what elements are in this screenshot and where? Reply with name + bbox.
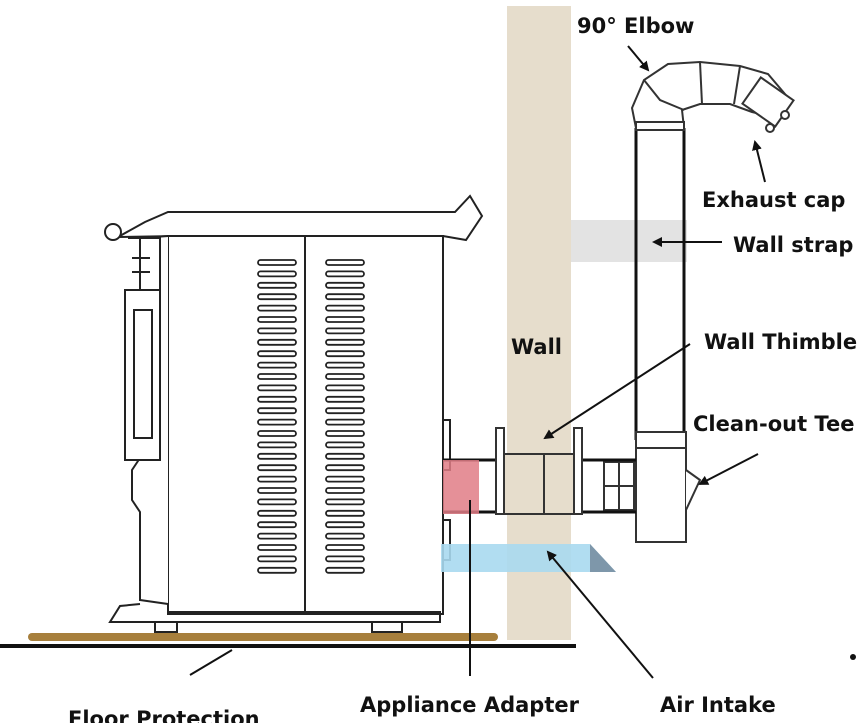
vent-slot <box>325 532 365 540</box>
vent-slot <box>257 281 297 289</box>
air-intake-elbow <box>590 544 616 572</box>
vent-slot <box>325 407 365 415</box>
vent-slot <box>325 418 365 426</box>
vent-slot <box>325 509 365 517</box>
vent-slot <box>257 441 297 449</box>
vent-slot <box>257 395 297 403</box>
label-90-elbow: 90° Elbow <box>577 14 694 38</box>
vent-slot <box>257 304 297 312</box>
vent-slot <box>257 566 297 574</box>
wall <box>507 6 571 640</box>
stove-vents <box>257 259 365 574</box>
clean-out-tee <box>603 431 702 543</box>
vent-slot <box>325 555 365 563</box>
vent-slot <box>257 327 297 335</box>
vent-slot <box>257 361 297 369</box>
vent-slot <box>325 395 365 403</box>
vent-slot <box>325 316 365 323</box>
label-floor-protection: Floor Protection <box>68 707 260 723</box>
vent-slot <box>325 373 365 380</box>
vent-slot <box>325 259 365 266</box>
vent-slot <box>257 293 297 301</box>
vent-slot <box>257 544 297 551</box>
label-clean-out-tee: Clean-out Tee <box>693 412 854 436</box>
vertical-vent-pipe <box>634 128 686 440</box>
vent-slot <box>257 259 297 266</box>
vent-slot <box>325 270 365 278</box>
label-air-intake: Air Intake <box>660 693 776 717</box>
vent-slot <box>325 304 365 312</box>
vent-slot <box>257 464 297 472</box>
vent-slot <box>325 430 365 437</box>
vent-slot <box>325 281 365 289</box>
vent-slot <box>257 316 297 323</box>
vent-slot <box>325 441 365 449</box>
vent-slot <box>325 293 365 301</box>
vent-slot <box>257 555 297 563</box>
vent-slot <box>257 373 297 380</box>
vent-slot <box>257 475 297 483</box>
elbow-and-exhaust-cap <box>630 60 795 133</box>
vent-slot <box>257 532 297 540</box>
vent-slot <box>257 270 297 278</box>
vent-slot <box>325 498 365 506</box>
label-appliance-adapter: Appliance Adapter <box>360 693 580 717</box>
vent-slot <box>257 350 297 358</box>
vent-slot <box>257 338 297 346</box>
vent-slot <box>325 350 365 358</box>
floor-line-end-dot <box>850 654 856 660</box>
vent-slot <box>325 464 365 472</box>
vent-slot <box>325 452 365 460</box>
vent-slot <box>325 487 365 494</box>
label-wall-thimble: Wall Thimble <box>704 330 857 354</box>
vent-slot <box>257 487 297 494</box>
vent-slot <box>325 327 365 335</box>
vent-slot <box>325 384 365 392</box>
leader-arrows <box>189 45 766 679</box>
vent-slot <box>325 361 365 369</box>
vent-slot <box>257 384 297 392</box>
wall-thimble <box>495 427 583 515</box>
vent-slot <box>325 544 365 551</box>
vent-slot <box>257 418 297 426</box>
vent-slot <box>257 498 297 506</box>
vent-slot <box>257 430 297 437</box>
vent-slot <box>325 475 365 483</box>
vent-slot <box>257 407 297 415</box>
vent-slot <box>325 338 365 346</box>
air-intake <box>441 544 616 572</box>
appliance-adapter <box>443 460 479 514</box>
vent-slot <box>325 566 365 574</box>
pellet-stove <box>104 194 484 633</box>
floor-protection <box>28 633 498 641</box>
vent-slot <box>325 521 365 529</box>
vent-slot <box>257 452 297 460</box>
label-wall: Wall <box>511 335 562 359</box>
label-exhaust-cap: Exhaust cap <box>702 188 845 212</box>
label-wall-strap: Wall strap <box>733 233 853 257</box>
vent-slot <box>257 509 297 517</box>
vent-slot <box>257 521 297 529</box>
